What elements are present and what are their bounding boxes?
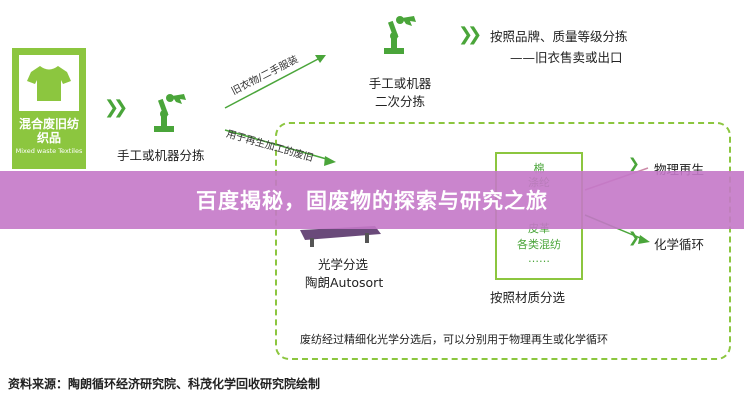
- autosort-machine-icon: [300, 226, 381, 247]
- material-blends: 各类混纺: [517, 238, 561, 251]
- robot-arm-icon: [384, 16, 416, 54]
- tshirt-icon: [27, 66, 71, 101]
- secondary-sort-line1: 手工或机器: [368, 76, 432, 91]
- mixed-textiles-subtitle: Mixed waste Textiles: [15, 147, 83, 155]
- manual-sort-label: 手工或机器分拣: [117, 148, 205, 163]
- tshirt-icon-holder: [19, 55, 79, 111]
- resale-export-label: ——旧衣售卖或出口: [510, 50, 623, 65]
- mixed-textiles-box: 混合废旧纺织品 Mixed waste Textiles: [12, 48, 86, 169]
- brand-quality-label: 按照品牌、质量等级分拣: [490, 29, 628, 44]
- chevron-right-icon: ❯: [628, 230, 639, 246]
- material-etc: ……: [528, 252, 550, 265]
- optical-sort-label: 光学分选: [318, 257, 369, 272]
- material-cotton: 棉: [533, 162, 545, 175]
- source-footer: 资料来源：陶朗循环经济研究院、科茂化学回收研究院绘制: [8, 377, 321, 391]
- title-banner: 百度揭秘，固废物的探索与研究之旅: [0, 171, 744, 229]
- autosort-label: 陶朗Autosort: [305, 275, 384, 290]
- chemical-cycle-label: 化学循环: [654, 237, 705, 252]
- chevron-right-icon: ❯: [628, 156, 639, 172]
- recycling-frame: [275, 122, 731, 360]
- material-sort-label: 按照材质分选: [490, 290, 566, 305]
- banner-title: 百度揭秘，固废物的探索与研究之旅: [196, 189, 548, 213]
- mixed-textiles-title: 混合废旧纺织品: [18, 117, 79, 145]
- chevron-right-icon: ❯❯: [458, 24, 482, 45]
- secondary-sort-line2: 二次分拣: [374, 94, 425, 109]
- robot-arm-icon: [154, 94, 186, 132]
- process-note: 废纺经过精细化光学分选后，可以分别用于物理再生或化学循环: [300, 333, 608, 346]
